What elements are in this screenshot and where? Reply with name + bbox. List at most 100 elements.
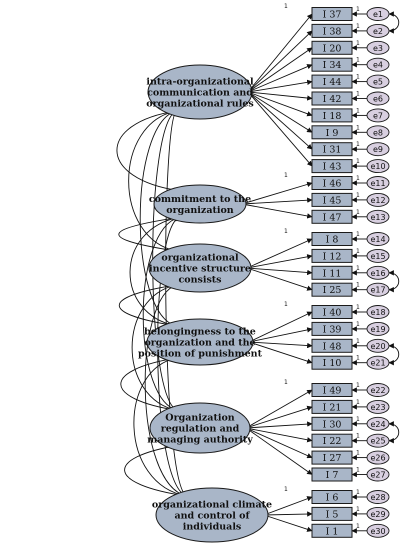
loading-path <box>247 91 313 150</box>
factor-covariance-arc <box>116 108 180 193</box>
indicator-box <box>311 248 353 263</box>
indicator-label: I 27 <box>323 453 342 464</box>
indicator-label: I 25 <box>323 285 342 296</box>
indicator-label: I 49 <box>323 386 342 397</box>
indicator-label: I 30 <box>323 419 342 430</box>
loading-path <box>241 203 313 219</box>
loading-path <box>248 311 313 343</box>
error-term-label: e30 <box>370 527 385 536</box>
factor-covariance-arc <box>129 215 180 328</box>
indicator-label: I 5 <box>326 509 339 520</box>
error-term-label: e11 <box>370 179 385 188</box>
error-term-label: e29 <box>370 510 385 519</box>
error-term-label: e13 <box>370 213 385 222</box>
latent-factor-label: regulation and <box>161 424 240 435</box>
indicator-box <box>311 108 353 123</box>
error-loading-label: 1 <box>356 23 360 30</box>
error-loading-label: 1 <box>356 265 360 272</box>
indicator-label: I 38 <box>323 26 342 37</box>
loading-path <box>247 13 313 93</box>
indicator-box <box>311 450 353 465</box>
error-term-ellipse <box>366 523 390 538</box>
indicator-label: I 44 <box>323 77 342 88</box>
error-loading-label: 1 <box>356 467 360 474</box>
error-loading-label: 1 <box>356 399 360 406</box>
factor-covariance-arc <box>142 215 180 412</box>
error-term-ellipse <box>366 142 390 157</box>
latent-factor-ellipse <box>153 184 247 224</box>
factor-covariance-arc <box>139 109 178 328</box>
indicator-box <box>311 209 353 224</box>
error-term-ellipse <box>366 23 390 38</box>
indicator-boxes: I 37I 38I 20I 34I 44I 42I 18I 9I 31I 43I… <box>311 7 353 538</box>
indicator-label: I 10 <box>323 358 342 369</box>
error-term-ellipse <box>366 7 390 21</box>
error-loading-label: 1 <box>356 338 360 345</box>
error-loading-label: 1 <box>356 74 360 81</box>
loading-path <box>248 327 313 343</box>
error-term-label: e5 <box>373 78 383 87</box>
error-loading-label: 1 <box>356 91 360 98</box>
fixed-loading-label: 1 <box>284 172 288 179</box>
indicator-box <box>311 467 353 482</box>
error-loading-label: 1 <box>356 141 360 148</box>
factor-covariance-arc <box>131 283 179 413</box>
latent-factor-ellipse <box>146 318 254 366</box>
indicator-box <box>311 433 353 448</box>
loading-path <box>245 389 313 429</box>
error-term-ellipse <box>366 91 390 106</box>
loading-path <box>263 511 313 517</box>
indicator-label: I 12 <box>323 251 342 262</box>
indicator-label: I 42 <box>323 94 342 105</box>
error-term-ellipse <box>366 383 390 397</box>
error-loading-label: 1 <box>356 231 360 238</box>
error-term-label: e23 <box>370 403 385 412</box>
error-term-ellipse <box>366 506 390 521</box>
factor-covariance-arc <box>118 282 178 328</box>
indicator-label: I 48 <box>323 341 342 352</box>
loading-path <box>247 91 313 101</box>
error-loading-label: 1 <box>356 433 360 440</box>
latent-factor-label: consists <box>178 275 221 286</box>
indicator-box <box>311 338 353 353</box>
error-term-label: e27 <box>370 471 385 480</box>
latent-factor-ellipse <box>155 487 269 543</box>
indicator-box <box>311 399 353 414</box>
error-term-ellipse <box>366 40 390 55</box>
error-loading-label: 1 <box>356 192 360 199</box>
error-term-ellipse <box>366 338 390 353</box>
indicator-box <box>311 125 353 140</box>
latent-factor-label: position of punishment <box>138 349 263 360</box>
loading-path <box>247 91 313 133</box>
error-term-ellipse <box>366 125 390 140</box>
fixed-loading-label: 1 <box>284 379 288 386</box>
loading-path <box>246 238 313 269</box>
error-loading-label: 1 <box>356 209 360 216</box>
error-term-ellipse <box>366 209 390 224</box>
loading-path <box>247 47 313 93</box>
covariance-arcs <box>116 11 400 499</box>
error-loading-label: 1 <box>356 355 360 362</box>
indicator-box <box>311 74 353 89</box>
fixed-loading-label: 1 <box>284 3 288 10</box>
loading-path <box>246 254 313 269</box>
latent-factor-label: individuals <box>183 522 242 533</box>
latent-factor-label: commitment to the <box>149 194 251 205</box>
indicator-box <box>311 57 353 72</box>
error-loading-label: 1 <box>356 506 360 513</box>
indicator-box <box>311 91 353 106</box>
error-loading-label: 1 <box>356 6 360 13</box>
error-loading-label: 1 <box>356 40 360 47</box>
error-term-label: e26 <box>370 454 385 463</box>
error-loading-label: 1 <box>356 124 360 131</box>
error-term-ellipse <box>366 450 390 465</box>
error-term-label: e19 <box>370 325 385 334</box>
error-terms: 1e11e21e31e41e51e61e71e81e91e101e111e121… <box>351 6 390 538</box>
error-term-label: e28 <box>370 493 385 502</box>
error-term-ellipse <box>366 159 390 174</box>
latent-factor-label: incentive structure <box>149 264 251 275</box>
indicator-box <box>311 40 353 55</box>
loading-path <box>245 405 313 429</box>
error-loading-label: 1 <box>356 248 360 255</box>
